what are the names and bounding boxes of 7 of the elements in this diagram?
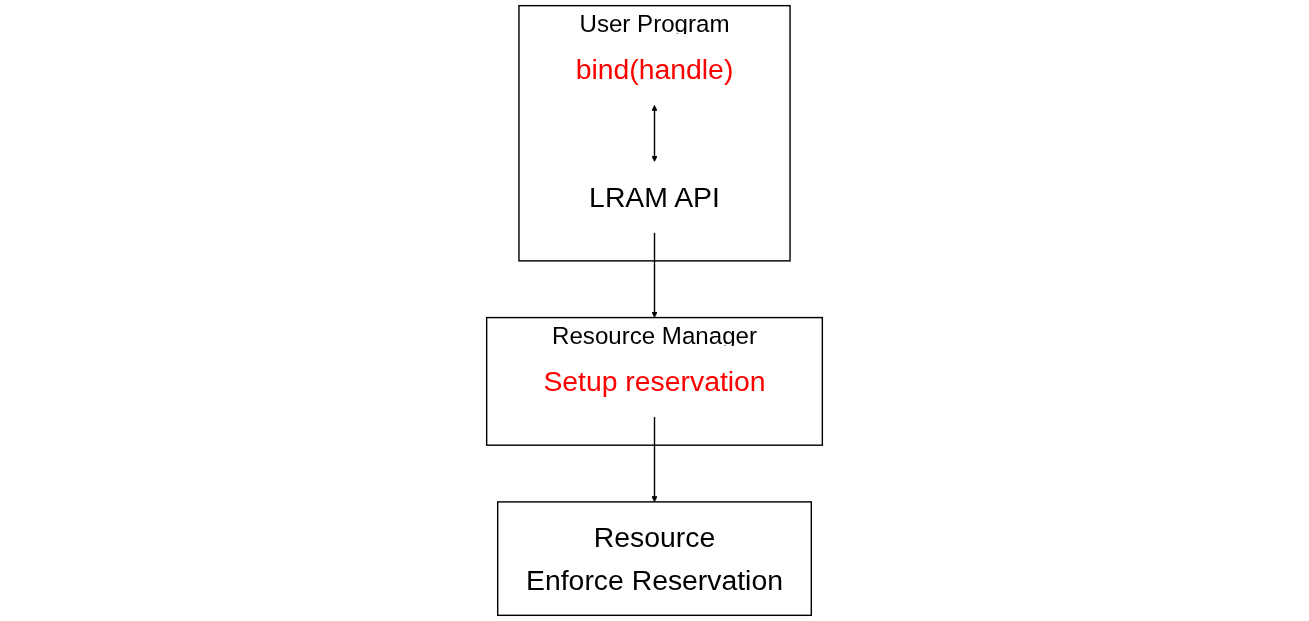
arrow — [651, 231, 658, 318]
node-box: Resource Enforce Reservation — [496, 501, 812, 616]
node-text: LRAM API — [589, 181, 720, 213]
node-text: Setup reservation — [543, 365, 766, 397]
arrow — [651, 104, 658, 162]
arrow — [651, 416, 658, 503]
node-text: bind(handle) — [575, 53, 734, 86]
